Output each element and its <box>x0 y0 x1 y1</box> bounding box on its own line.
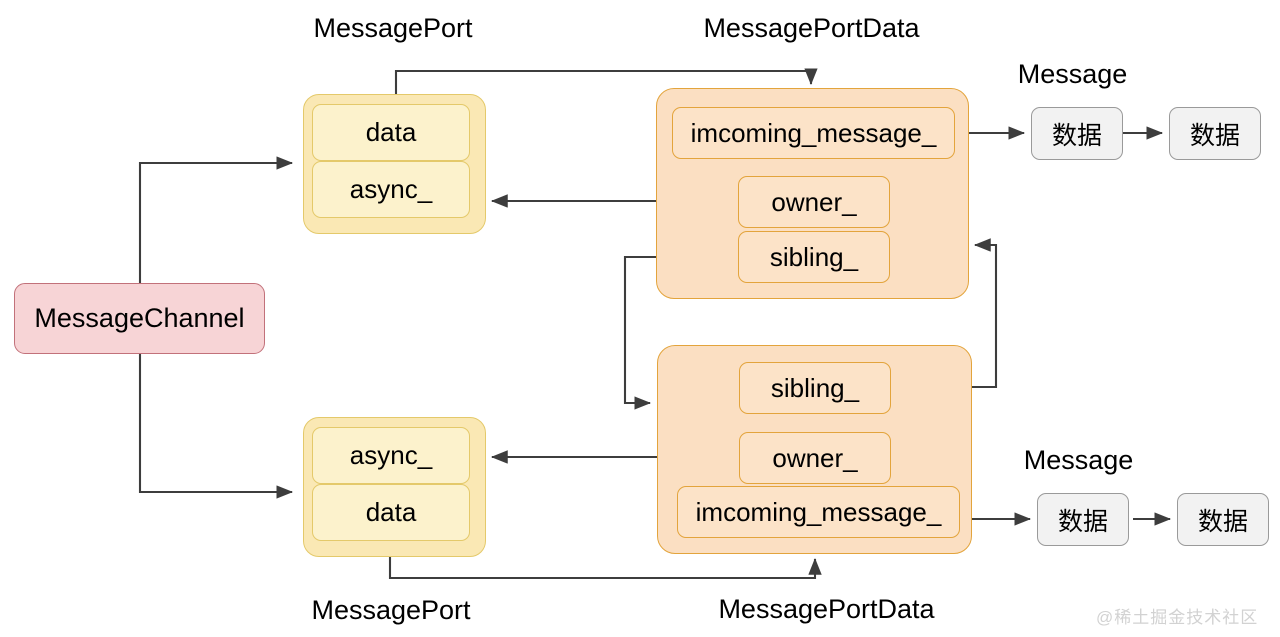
node-top-message-payload-1[interactable]: 数据 <box>1031 107 1123 160</box>
node-messagechannel-label: MessageChannel <box>34 303 245 333</box>
node-top-messageport[interactable]: data async_ <box>303 94 486 234</box>
node-bottom-messageportdata[interactable]: sibling_ owner_ imcoming_message_ <box>657 345 972 554</box>
node-top-message-payload-2-label: 数据 <box>1189 121 1240 150</box>
field-bottom-port-async[interactable]: async_ <box>312 427 470 484</box>
node-bottom-message-payload-1-label: 数据 <box>1057 507 1108 536</box>
field-bottom-portdata-owner[interactable]: owner_ <box>739 432 891 484</box>
node-top-message-payload-2[interactable]: 数据 <box>1169 107 1261 160</box>
field-top-port-data-label: data <box>365 117 417 147</box>
field-bottom-port-async-label: async_ <box>349 440 433 470</box>
field-top-portdata-sibling-label: sibling_ <box>769 241 859 272</box>
field-top-portdata-incoming-message[interactable]: imcoming_message_ <box>672 107 955 159</box>
field-bottom-portdata-incoming-message[interactable]: imcoming_message_ <box>677 486 960 538</box>
node-bottom-messageport[interactable]: async_ data <box>303 417 486 557</box>
label-top-message: Message <box>1017 59 1128 89</box>
node-top-messageportdata[interactable]: imcoming_message_ owner_ sibling_ <box>656 88 969 299</box>
node-messagechannel[interactable]: MessageChannel <box>14 283 265 354</box>
node-bottom-message-payload-1[interactable]: 数据 <box>1037 493 1129 546</box>
field-top-port-async[interactable]: async_ <box>312 161 470 218</box>
label-bottom-right-messageportdata: MessagePortData <box>718 594 935 624</box>
field-bottom-portdata-incoming-message-label: imcoming_message_ <box>695 496 942 527</box>
field-bottom-portdata-sibling-label: sibling_ <box>770 372 860 403</box>
label-top-left-messageport: MessagePort <box>313 13 473 43</box>
node-bottom-message-payload-2[interactable]: 数据 <box>1177 493 1269 546</box>
field-top-port-async-label: async_ <box>349 174 433 204</box>
node-top-message-payload-1-label: 数据 <box>1051 121 1102 150</box>
label-bottom-message: Message <box>1023 445 1134 475</box>
label-bottom-left-messageport: MessagePort <box>311 595 471 625</box>
field-bottom-portdata-owner-label: owner_ <box>772 442 858 473</box>
node-bottom-message-payload-2-label: 数据 <box>1197 507 1248 536</box>
label-top-right-messageportdata: MessagePortData <box>703 13 920 43</box>
field-top-portdata-owner[interactable]: owner_ <box>738 176 890 228</box>
watermark: @稀土掘金技术社区 <box>1096 608 1259 627</box>
field-top-portdata-sibling[interactable]: sibling_ <box>738 231 890 283</box>
field-bottom-port-data-label: data <box>365 497 417 527</box>
field-top-port-data[interactable]: data <box>312 104 470 161</box>
field-bottom-port-data[interactable]: data <box>312 484 470 541</box>
field-bottom-portdata-sibling[interactable]: sibling_ <box>739 362 891 414</box>
field-top-portdata-owner-label: owner_ <box>771 186 857 217</box>
field-top-portdata-incoming-message-label: imcoming_message_ <box>690 117 937 148</box>
